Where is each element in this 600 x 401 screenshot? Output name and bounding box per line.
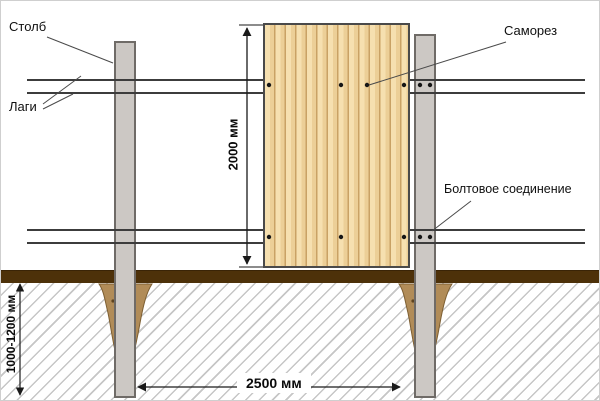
dimension-buried-depth: 1000-1200 мм (4, 294, 18, 374)
label-rails: Лаги (9, 99, 37, 114)
fence-post-left (114, 41, 136, 398)
ground-line (1, 270, 599, 283)
corrugated-panel (263, 23, 410, 268)
label-post: Столб (9, 19, 47, 34)
dimension-panel-height: 2000 мм (225, 118, 241, 171)
leader-bolt (431, 200, 472, 232)
leader-post (46, 36, 114, 64)
dimension-post-spacing: 2500 мм (237, 373, 311, 393)
leader-rail-2 (42, 93, 74, 110)
label-bolt-joint: Болтовое соединение (444, 182, 572, 196)
label-screw: Саморез (504, 23, 558, 38)
